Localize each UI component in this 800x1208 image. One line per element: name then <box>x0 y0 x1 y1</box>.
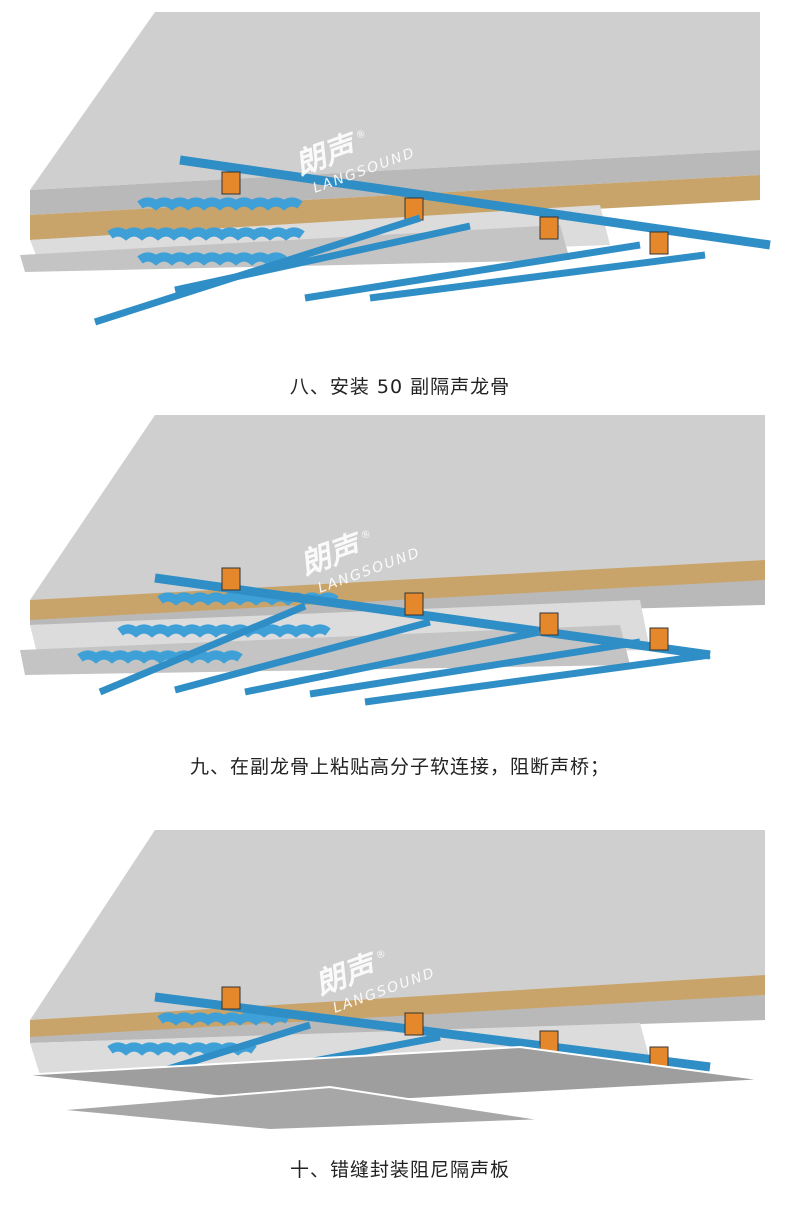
step-10-caption: 十、错缝封装阻尼隔声板 <box>289 1159 510 1181</box>
soft-connector-row-3 <box>137 252 287 266</box>
step-10-drawing: 朗声 ® LANGSOUND <box>19 830 766 1132</box>
secondary-keel-3 <box>304 241 641 302</box>
hanger-1 <box>221 567 241 591</box>
secondary-keel-2 <box>174 222 471 294</box>
hangers <box>221 986 669 1070</box>
hanger-2 <box>404 592 424 616</box>
concrete-slab-side <box>30 995 765 1043</box>
step-8-illustration: 朗声 ® LANGSOUND <box>0 0 800 345</box>
soft-connector-row-3 <box>77 650 243 664</box>
secondary-keel-4 <box>309 638 641 698</box>
concrete-slab-top <box>30 830 765 1020</box>
secondary-keel-4 <box>369 251 706 302</box>
hanger-4 <box>649 627 669 651</box>
soft-connector-row-1 <box>137 197 303 211</box>
step-9-caption: 九、在副龙骨上粘贴高分子软连接，阻断声桥； <box>189 756 610 778</box>
damping-board-1 <box>19 1045 766 1107</box>
damping-board-2 <box>54 1085 546 1132</box>
hanger-1 <box>221 986 241 1010</box>
hanger-4 <box>649 231 669 255</box>
hangers <box>221 567 669 651</box>
hangers <box>221 171 669 255</box>
secondary-keel-1 <box>98 602 307 696</box>
concrete-slab-top <box>30 12 760 190</box>
hanger-2 <box>404 1012 424 1036</box>
main-keel <box>179 155 771 250</box>
secondary-keel-1 <box>163 1021 312 1074</box>
soft-connector-row-1 <box>157 1012 291 1026</box>
step-10-illustration: 朗声 ® LANGSOUND <box>0 825 800 1145</box>
step-9-illustration: 朗声 ® LANGSOUND <box>0 410 800 730</box>
mineral-wool-layer <box>30 175 760 240</box>
watermark-registered-mark: ® <box>354 128 367 142</box>
hanger-3 <box>539 216 559 240</box>
watermark-registered-mark: ® <box>359 528 372 542</box>
secondary-keel-2 <box>174 618 431 694</box>
watermark-registered-mark: ® <box>374 948 387 962</box>
secondary-keels <box>98 602 711 706</box>
concrete-slab-side <box>30 580 765 625</box>
secondary-keel-5 <box>364 651 711 706</box>
soft-connector-row-2 <box>107 227 305 241</box>
soft-connector-row-2 <box>117 624 331 638</box>
step-8-drawing: 朗声 ® LANGSOUND <box>20 12 771 326</box>
mineral-wool-layer <box>30 560 765 620</box>
hanger-3 <box>539 612 559 636</box>
main-keel <box>154 992 711 1072</box>
step-9-drawing: 朗声 ® LANGSOUND <box>20 415 765 706</box>
step-8-caption: 八、安装 50 副隔声龙骨 <box>289 376 511 398</box>
concrete-slab-top <box>30 415 765 600</box>
secondary-keel-3 <box>244 628 541 696</box>
hanger-1 <box>221 171 241 195</box>
secondary-keels <box>93 214 706 326</box>
